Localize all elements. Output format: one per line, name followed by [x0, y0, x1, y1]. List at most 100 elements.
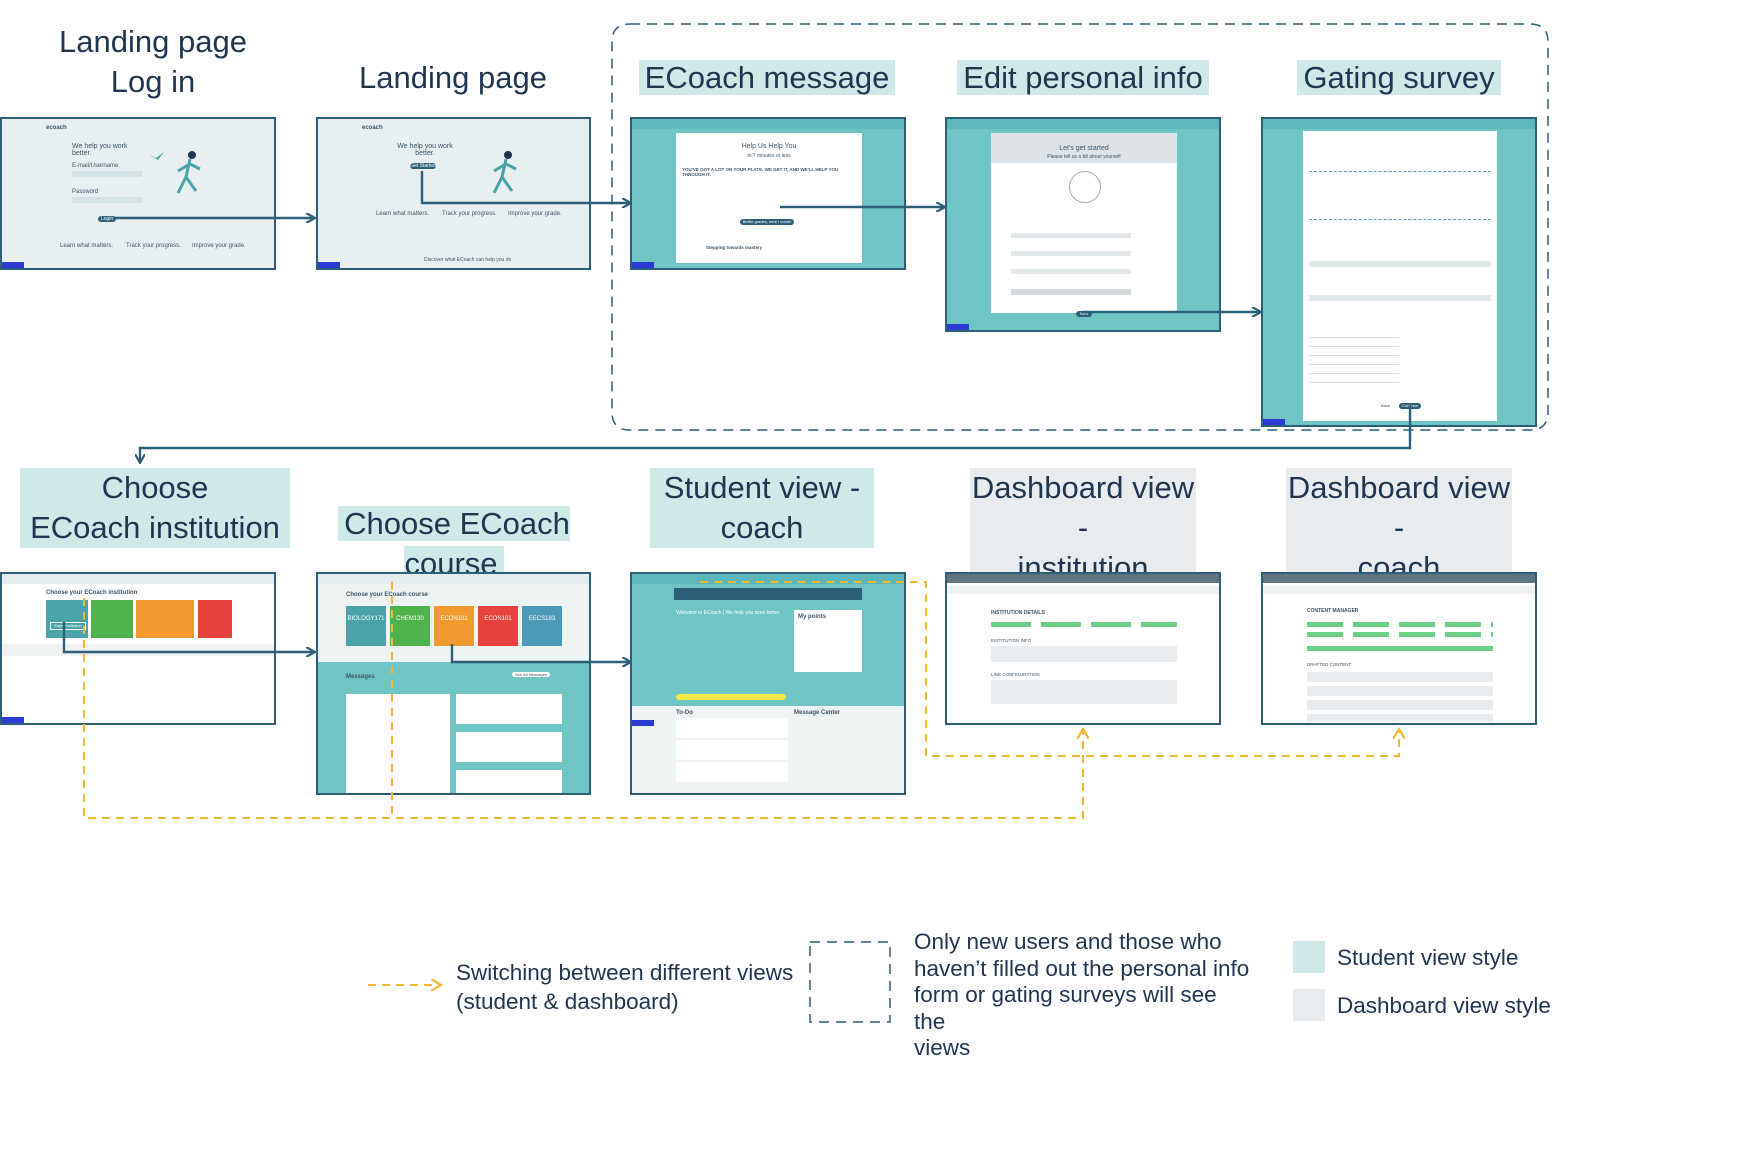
term-banner — [674, 588, 862, 600]
course-card-2[interactable]: CHEM130 — [390, 606, 430, 646]
course-card-5[interactable]: EECS183 — [522, 606, 562, 646]
password-field[interactable] — [72, 197, 142, 203]
institution-card-4[interactable] — [198, 600, 232, 638]
message-button[interactable]: Better grades, here I come! — [740, 219, 794, 225]
feature-1: Learn what matters. — [376, 211, 430, 217]
institution-heading: Choose your ECoach institution — [46, 590, 138, 596]
feature-2: Track your progress. — [126, 243, 181, 249]
message-card-1[interactable] — [346, 694, 450, 793]
see-all-button[interactable]: See All Messages — [512, 672, 550, 677]
title-line: coach — [720, 510, 804, 545]
legend-line: Only new users and those who — [914, 929, 1222, 954]
login-button[interactable]: Login — [98, 216, 116, 222]
field-3[interactable] — [1011, 269, 1131, 274]
title-dashboard-institution: Dashboard view - institution — [970, 468, 1196, 588]
title-landing: Landing page — [316, 58, 590, 98]
field-4[interactable] — [1011, 289, 1131, 295]
landing-heading: We help you work better. — [397, 143, 453, 157]
arrow-course-to-student — [450, 644, 630, 662]
next-button[interactable]: Next — [1076, 311, 1092, 317]
scale-1[interactable] — [1309, 171, 1491, 173]
top-bar — [318, 574, 589, 584]
title-line: Choose — [20, 468, 290, 508]
title-landing-login: Landing page Log in — [18, 22, 288, 102]
sub-bar — [1263, 586, 1535, 594]
chip-row-1[interactable] — [1307, 622, 1493, 627]
screen-tag — [318, 262, 340, 268]
screen-tag — [632, 262, 654, 268]
arrow-landing-to-message — [420, 171, 630, 203]
message-card-2[interactable] — [456, 694, 562, 724]
read-more-button[interactable] — [676, 694, 786, 700]
drafted-content-heading: DRAFTED CONTENT — [1307, 662, 1352, 667]
legend-line: (student & dashboard) — [456, 989, 679, 1014]
title-line: Edit personal info — [957, 60, 1209, 95]
legend-line: form or gating surveys will see the — [914, 982, 1217, 1034]
screen-ecoach-message: Help Us Help You In 7 minutes or less YO… — [630, 117, 906, 270]
top-bar — [632, 574, 904, 584]
screen-tag — [632, 720, 654, 726]
course-card-4[interactable]: ECON101 — [478, 606, 518, 646]
todo-card-3[interactable] — [676, 762, 788, 782]
message-card: Help Us Help You In 7 minutes or less YO… — [676, 133, 862, 263]
form-card: Let's get started Please tell us a bit a… — [991, 133, 1177, 313]
welcome-text: Welcome to ECoach | We help you work bet… — [676, 610, 780, 616]
logo: ecoach — [362, 125, 383, 131]
password-label: Password — [72, 189, 99, 195]
todo-card-1[interactable] — [676, 718, 788, 738]
message-card-4[interactable] — [456, 770, 562, 793]
chip-row-3[interactable] — [1307, 646, 1493, 651]
form-header — [991, 133, 1177, 163]
get-started-button[interactable]: Get Started — [410, 163, 436, 169]
todo-card-2[interactable] — [676, 740, 788, 760]
screen-dashboard-institution: INSTITUTION DETAILS INSTITUTION INFO LIN… — [945, 572, 1221, 725]
field-2[interactable] — [1011, 251, 1131, 256]
institution-details-heading: INSTITUTION DETAILS — [991, 610, 1045, 616]
email-field[interactable] — [72, 171, 142, 177]
legend-line: haven’t filled out the personal info — [914, 955, 1250, 981]
institution-info-heading: INSTITUTION INFO — [991, 638, 1032, 643]
select-1[interactable] — [1309, 261, 1491, 267]
screen-gating-survey: Back Continue — [1261, 117, 1537, 427]
lower-panel: To-Do Message Center — [632, 706, 904, 793]
message-card-3[interactable] — [456, 732, 562, 762]
checkbox-list[interactable] — [1309, 329, 1399, 391]
chip-row[interactable] — [991, 622, 1177, 627]
select-2[interactable] — [1309, 295, 1491, 301]
field-1[interactable] — [1011, 233, 1131, 238]
title-line: Log in — [110, 64, 196, 99]
screen-tag — [1263, 419, 1285, 425]
switch-line-student — [700, 581, 1399, 757]
institution-card-2[interactable] — [91, 600, 133, 638]
course-card-3[interactable]: ECON101 — [434, 606, 474, 646]
screen-landing: ecoach We help you work better. Get Star… — [316, 117, 591, 270]
scale-2[interactable] — [1309, 219, 1491, 221]
title-ecoach-message: ECoach message — [620, 58, 914, 98]
arrow-institution-to-course — [62, 622, 314, 652]
arrow-survey-to-institution — [140, 405, 1412, 462]
institution-card-1[interactable] — [46, 600, 88, 638]
legend-dashed-text: Only new users and those who haven’t fil… — [914, 929, 1254, 1062]
course-name: EECS183 — [528, 616, 556, 622]
enter-institution-button[interactable]: Enter institution — [50, 622, 86, 630]
photo-placeholder[interactable] — [1069, 171, 1101, 203]
quote-title: Stepping towards mastery — [706, 245, 763, 250]
points-card: My points — [794, 610, 862, 672]
screen-tag — [2, 717, 24, 723]
legend-dashboard-swatch — [1293, 989, 1325, 1021]
course-name: BIOLOGY171 — [347, 616, 385, 622]
messages-panel: Messages See All Messages — [318, 662, 589, 793]
back-button[interactable]: Back — [1381, 403, 1390, 408]
screen-dashboard-coach: CONTENT MANAGER DRAFTED CONTENT — [1261, 572, 1537, 725]
chip-row-2[interactable] — [1307, 632, 1493, 637]
legend-line: views — [914, 1035, 971, 1060]
sub-bar — [947, 586, 1219, 594]
course-card-1[interactable]: BIOLOGY171 — [346, 606, 386, 646]
legend-line: Switching between different views — [456, 960, 794, 985]
course-name: ECON101 — [484, 616, 512, 622]
screen-choose-course: Choose your ECoach course BIOLOGY171 CHE… — [316, 572, 591, 795]
top-bar — [1263, 574, 1535, 583]
top-bar — [947, 574, 1219, 583]
institution-card-3[interactable] — [136, 600, 194, 638]
